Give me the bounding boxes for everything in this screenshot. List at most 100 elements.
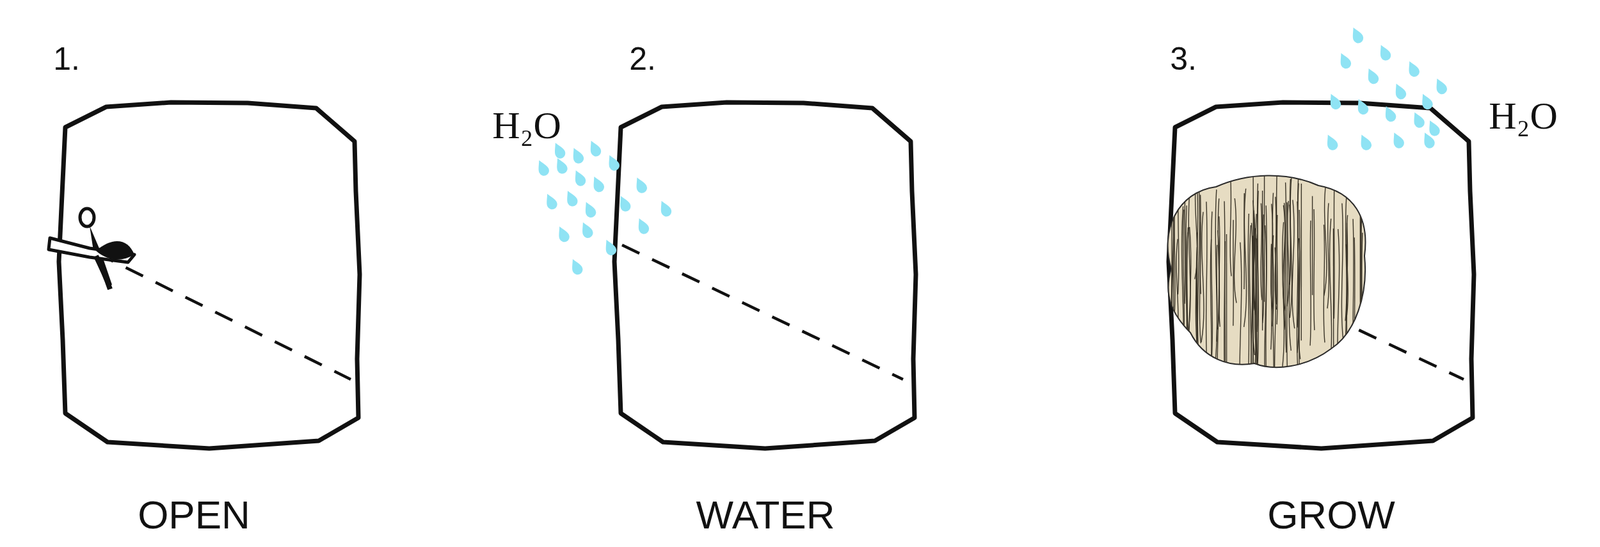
mane-strand — [1354, 237, 1355, 415]
water-drop — [1409, 110, 1426, 130]
mane-strand — [1205, 201, 1208, 373]
mane-strand — [1210, 211, 1213, 370]
water-drop — [656, 199, 673, 219]
mane-strand — [1178, 182, 1179, 295]
water-drop — [1420, 130, 1437, 150]
mane-strand — [1341, 203, 1343, 342]
mane-strand — [1164, 195, 1167, 359]
mane-strand — [1224, 200, 1226, 396]
water-drop — [552, 156, 569, 176]
water-drop — [1389, 130, 1406, 150]
mane-strand — [1243, 193, 1245, 290]
mane-strand — [1281, 222, 1284, 372]
mane-strand — [1226, 234, 1227, 381]
step-number: 3. — [1169, 42, 1197, 75]
water-drop — [1353, 96, 1370, 116]
water-drop — [1391, 81, 1408, 101]
mane-strand — [1352, 218, 1355, 401]
mane-strand — [1265, 205, 1268, 398]
mane-strand — [1199, 222, 1201, 344]
mane-strand — [1323, 224, 1325, 343]
mane-strand — [1297, 183, 1300, 354]
step-number: 2. — [629, 42, 656, 75]
water-drop — [1376, 42, 1392, 63]
mane-strand — [1312, 195, 1313, 296]
mane-strand — [1185, 227, 1189, 416]
step-caption: OPEN — [137, 495, 251, 536]
mane-strand — [1196, 232, 1198, 392]
water-drop — [1381, 104, 1398, 124]
scissors-icon — [48, 208, 135, 290]
mane-strand — [1166, 183, 1168, 357]
mane-strand — [1230, 173, 1232, 276]
water-drop — [1356, 132, 1373, 152]
mane-strand — [1292, 200, 1295, 329]
grow-bag — [58, 102, 360, 449]
mane-strand — [1276, 215, 1278, 325]
lions-mane-mushroom — [1159, 171, 1366, 438]
mane-strand — [1215, 189, 1218, 367]
water-drop — [568, 257, 585, 277]
mane-strand — [1232, 220, 1234, 327]
mane-strand — [1260, 203, 1263, 301]
mane-strand — [1313, 209, 1315, 331]
mane-strand — [1272, 193, 1274, 328]
water-drop — [632, 175, 649, 195]
water-drop — [601, 237, 618, 257]
mane-strand — [1239, 242, 1243, 421]
water-drop — [570, 168, 587, 188]
mane-strand — [1301, 183, 1303, 341]
water-formula: H₂O — [492, 106, 562, 145]
mane-strand — [1262, 190, 1263, 331]
mane-strand — [1218, 216, 1220, 328]
water-drop — [1323, 132, 1340, 152]
mane-strand — [1217, 198, 1220, 330]
water-drop — [1425, 118, 1442, 138]
mane-strand — [1251, 223, 1254, 424]
water-drop — [1418, 91, 1435, 111]
water-drop — [568, 145, 585, 166]
step-caption: GROW — [1267, 495, 1396, 536]
mane-strand — [1346, 223, 1348, 359]
mane-strand — [1287, 200, 1289, 307]
water-drop — [563, 188, 580, 208]
mane-strand — [1249, 225, 1252, 405]
mane-strand — [1189, 227, 1192, 388]
mane-strand — [1244, 188, 1247, 328]
mane-strand — [1182, 209, 1184, 352]
mane-strand — [1181, 206, 1184, 385]
water-drop — [616, 193, 633, 214]
water-drop — [534, 158, 551, 178]
mane-strand — [1264, 175, 1265, 303]
mane-strand — [1253, 213, 1255, 312]
cut-line — [622, 245, 904, 380]
mane-strand — [1360, 196, 1361, 341]
water-drop — [1404, 58, 1421, 79]
mane-strand — [1163, 190, 1165, 300]
mane-strand — [1310, 220, 1311, 347]
mane-strand — [1361, 232, 1363, 431]
water-drop — [542, 192, 559, 212]
water-drop — [1348, 25, 1365, 45]
mane-strand — [1159, 209, 1163, 356]
mane-strand — [1216, 245, 1218, 342]
water-drop — [578, 220, 595, 240]
mane-strand — [1337, 229, 1340, 388]
water-drop — [581, 199, 598, 219]
step-caption: WATER — [696, 495, 836, 536]
mane-strand — [1201, 211, 1204, 343]
water-drop — [1432, 76, 1449, 96]
bag-outlines — [58, 102, 1474, 449]
step-number: 1. — [53, 42, 80, 75]
water-drop — [1363, 66, 1380, 86]
mane-strand — [1233, 198, 1237, 304]
mane-strand — [1173, 191, 1175, 342]
mane-strand — [1333, 228, 1335, 383]
water-drop — [589, 174, 606, 194]
water-drop — [1326, 91, 1343, 111]
mane-strand — [1274, 247, 1277, 413]
water-drop — [554, 224, 571, 244]
mane-strand — [1329, 218, 1332, 374]
mane-strand — [1288, 204, 1291, 351]
